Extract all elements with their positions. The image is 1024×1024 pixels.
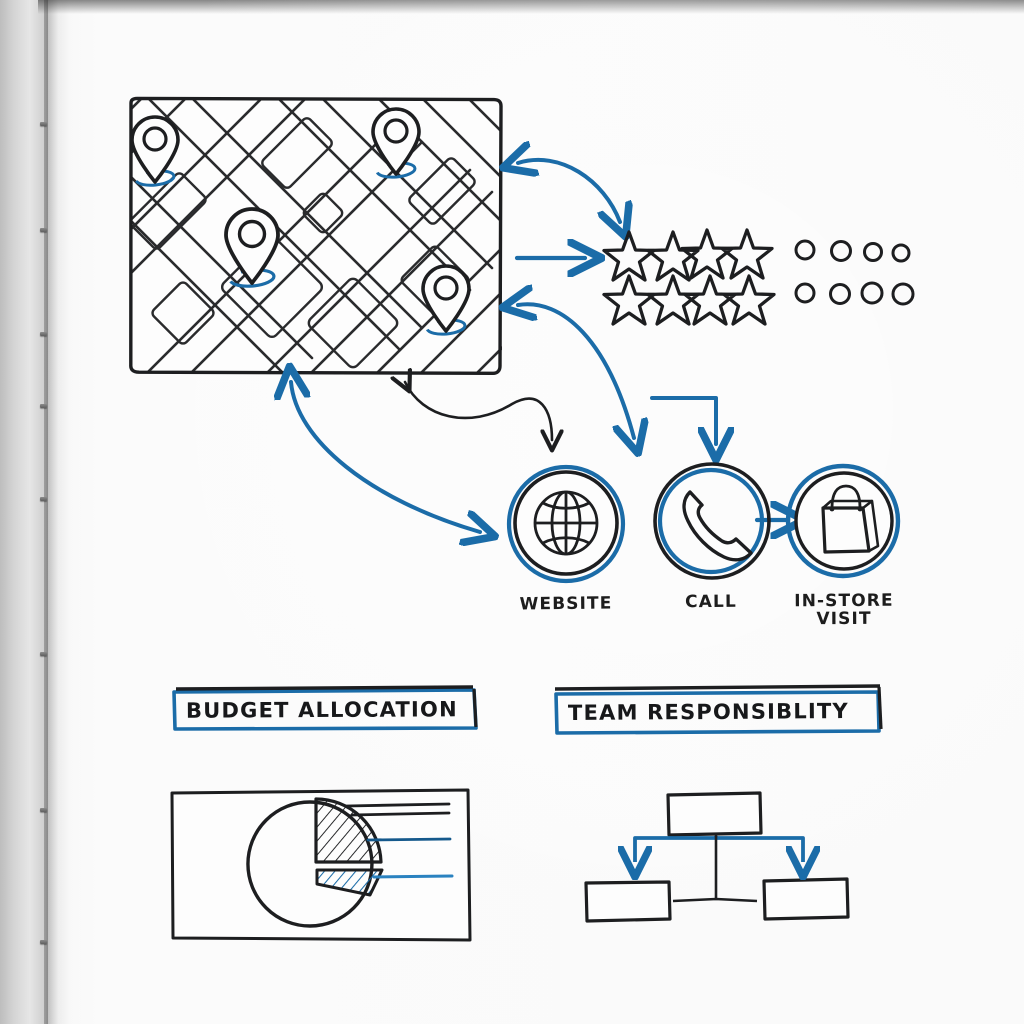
dot-icon[interactable] (830, 240, 852, 262)
dot-icon[interactable] (794, 239, 816, 261)
binding-staple (40, 497, 47, 501)
channel-label-call: CALL (685, 591, 737, 613)
star-icon[interactable] (720, 228, 774, 280)
pin-hole (142, 126, 168, 152)
blue-box (172, 688, 478, 731)
org-connector-left (635, 836, 718, 862)
star-row-2 (602, 274, 776, 326)
arrow-group-top (517, 160, 716, 444)
binding-staple (40, 404, 47, 408)
globe-icon (533, 490, 599, 556)
dot-icon[interactable] (863, 242, 883, 262)
org-connector-right (714, 836, 803, 862)
blue-ring (657, 467, 765, 575)
org-node-left[interactable] (584, 880, 672, 923)
map-illustration (129, 96, 503, 375)
black-ring (653, 462, 771, 580)
star-icon[interactable] (680, 228, 734, 280)
pin-hole (433, 275, 459, 301)
star-icon[interactable] (683, 274, 737, 326)
pin-hole (383, 118, 409, 144)
section-title-budget: BUDGET ALLOCATION (185, 697, 458, 723)
star-icon[interactable] (602, 230, 656, 282)
map-pin[interactable] (421, 264, 471, 336)
phone-icon (682, 490, 753, 562)
blue-ring (785, 463, 901, 579)
channel-label-website: WEBSITE (519, 593, 613, 615)
star-icon[interactable] (722, 274, 776, 326)
blue-box (554, 690, 881, 735)
map-pin[interactable] (130, 115, 180, 187)
binding-staple (40, 652, 47, 656)
channel-label-in-store: IN-STORE VISIT (794, 590, 894, 630)
blue-ring (506, 464, 626, 584)
budget-title-box (172, 685, 478, 731)
dot-icon[interactable] (829, 283, 851, 305)
channel-in-store[interactable] (785, 463, 901, 579)
legend-line (345, 802, 451, 808)
binding-staple (40, 808, 47, 812)
binding-staple (40, 122, 47, 126)
rating-stars-group (602, 228, 915, 326)
channel-website[interactable] (506, 464, 626, 584)
black-top-line (554, 684, 881, 691)
dot-icon[interactable] (891, 282, 915, 306)
black-top-line (175, 685, 474, 691)
arrow-stars-to-map-curved (518, 304, 634, 438)
map-pin[interactable] (371, 107, 421, 179)
shopping-bag-icon (821, 484, 880, 554)
dot-icon[interactable] (794, 282, 816, 304)
arrow-map-to-stars-curved (518, 160, 620, 222)
binding-staple (40, 940, 47, 944)
star-row-1 (602, 228, 774, 282)
team-title-box (554, 684, 883, 735)
dot-icon[interactable] (891, 243, 911, 263)
legend-line (372, 874, 454, 879)
chart-legend-lines (345, 802, 454, 879)
arrow-elbow-to-call (650, 396, 716, 444)
org-node-right[interactable] (762, 877, 850, 921)
star-icon[interactable] (646, 230, 700, 282)
map-street-grid (130, 99, 502, 373)
map-pin[interactable] (224, 207, 280, 288)
pin-hole (237, 219, 267, 249)
rating-dots-row-2 (794, 281, 915, 306)
arrow-website-to-map (291, 382, 480, 532)
org-node-top[interactable] (666, 791, 763, 837)
rating-dots-row-1 (794, 239, 911, 263)
legend-line (366, 837, 452, 842)
budget-chart-panel (170, 788, 472, 942)
channel-call[interactable] (653, 462, 771, 580)
arrow-squiggle-black (405, 382, 552, 440)
pie-slice-blue-hatch[interactable] (315, 868, 384, 897)
binding-staple (40, 228, 47, 232)
black-right-line (877, 686, 883, 730)
org-stem-horizontal (672, 897, 758, 903)
legend-line (350, 811, 451, 817)
section-title-team: TEAM RESPONSIBLITY (567, 699, 849, 725)
black-right-line (472, 688, 478, 728)
star-icon[interactable] (602, 274, 656, 326)
pie-slice-black-hatch[interactable] (314, 797, 383, 864)
binding-staple (40, 332, 47, 336)
dot-icon[interactable] (860, 281, 884, 305)
team-org-chart (584, 791, 850, 923)
